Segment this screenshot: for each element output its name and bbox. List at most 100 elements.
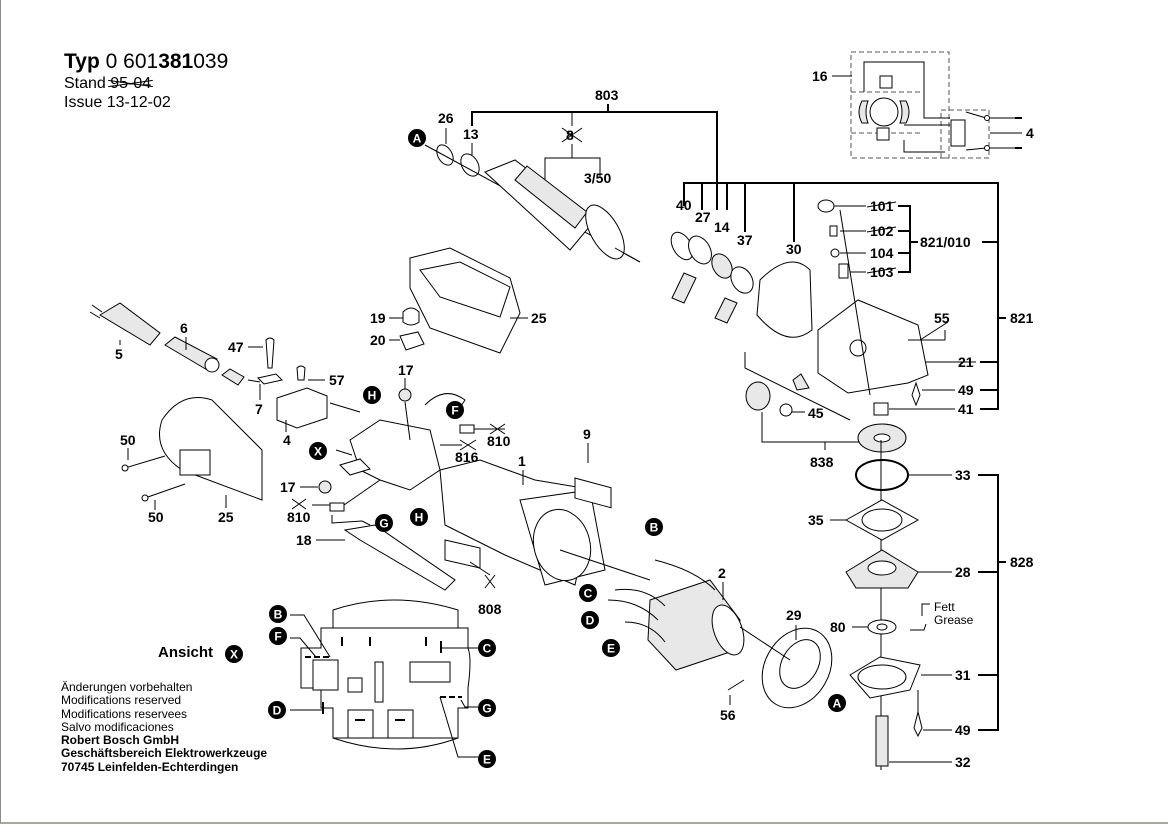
gear-housing	[817, 209, 929, 396]
connector-marker-b: B	[645, 518, 663, 536]
part-label-6: 6	[180, 320, 188, 336]
marker-letter: B	[274, 608, 283, 622]
marker-letter: A	[833, 697, 842, 711]
spindle-lock-parts	[817, 199, 849, 279]
marker-circle	[645, 518, 663, 536]
part-label-56: 56	[720, 707, 736, 723]
connector-marker-b: B	[269, 605, 287, 623]
part-label-7: 7	[255, 401, 263, 417]
screw-50-a	[124, 455, 166, 469]
part-label-19: 19	[370, 310, 386, 326]
connector-marker-g: G	[375, 514, 393, 532]
spring-19	[402, 307, 420, 326]
motor-housing	[439, 459, 651, 586]
part-label-35: 35	[808, 512, 824, 528]
part-label-50-b: 50	[148, 509, 164, 525]
connector-marker-f: F	[446, 401, 464, 419]
document-header: Typ 0 601381039 Stand 95-04 Issue 13-12-…	[64, 50, 228, 112]
spindle-32	[875, 715, 889, 767]
part-label-5: 5	[115, 346, 123, 362]
part-label-26: 26	[438, 110, 454, 126]
connector-marker-a: A	[408, 129, 426, 147]
marker-letter: G	[379, 517, 388, 531]
screw-49	[911, 381, 921, 407]
connector-marker-c: C	[579, 584, 597, 602]
marker-circle	[410, 508, 428, 526]
footer-division: Geschäftsbereich Elektrowerkzeuge	[61, 746, 268, 761]
part-label-27: 27	[695, 209, 711, 225]
marker-letter: G	[482, 702, 491, 716]
part-label-838: 838	[810, 454, 834, 470]
pinion	[745, 373, 810, 417]
screw-47	[265, 337, 275, 369]
marker-letter: B	[650, 521, 659, 535]
label-9	[574, 477, 612, 509]
marker-letter: C	[483, 642, 492, 656]
bushing-41	[873, 402, 889, 416]
part-label-30: 30	[786, 241, 802, 257]
part-label-40: 40	[676, 197, 692, 213]
part-label-31: 31	[955, 667, 971, 683]
part-label-821: 821	[1010, 310, 1034, 326]
view-label-text: Ansicht	[158, 644, 214, 661]
marker-circle	[446, 401, 464, 419]
part-label-8-struck: 8	[566, 127, 574, 143]
part-label-18: 18	[296, 532, 312, 548]
marker-circle	[478, 639, 496, 657]
stand-value-struck: 95-04	[110, 75, 152, 92]
footer-notes: Änderungen vorbehalten Modifications res…	[61, 680, 268, 774]
part-label-45: 45	[808, 405, 824, 421]
spring-17-bottom	[318, 480, 332, 494]
part-label-16: 16	[812, 68, 828, 84]
part-label-17-top: 17	[398, 362, 414, 378]
connector-marker-f: F	[269, 627, 287, 645]
marker-letter: H	[415, 511, 424, 525]
part-label-25-bottom: 25	[218, 509, 234, 525]
part-label-47: 47	[228, 339, 244, 355]
connector-marker-g: G	[478, 699, 496, 717]
power-cord	[89, 302, 261, 386]
part-label-49-b: 49	[955, 722, 971, 738]
marker-letter: E	[483, 753, 491, 767]
brush-810-b	[329, 502, 345, 512]
air-baffle-29	[761, 627, 833, 709]
part-label-20: 20	[370, 332, 386, 348]
footer-address: 70745 Leinfelden-Echterdingen	[61, 759, 239, 774]
marker-circle	[309, 442, 327, 460]
connector-marker-c: C	[478, 639, 496, 657]
part-label-21: 21	[958, 354, 974, 370]
part-label-104: 104	[870, 245, 894, 261]
part-label-32: 32	[955, 754, 971, 770]
switch-rod-18	[343, 524, 456, 591]
marker-circle	[268, 701, 286, 719]
part-label-101-struck: 101	[870, 198, 894, 214]
view-x-diagram	[300, 599, 471, 750]
brush-810-a	[459, 424, 475, 434]
part-label-14: 14	[714, 219, 730, 235]
type-label: Typ	[64, 50, 100, 73]
connector-marker-d: D	[268, 701, 286, 719]
footer-company: Robert Bosch GmbH	[61, 733, 180, 748]
marker-letter: D	[586, 614, 595, 628]
connector-marker-d: D	[581, 611, 599, 629]
part-label-50-a: 50	[120, 432, 136, 448]
marker-letter: C	[584, 587, 593, 601]
part-label-808-struck: 808	[478, 601, 502, 617]
stand-label: Stand	[64, 75, 106, 92]
screw-49-b	[913, 711, 923, 738]
footer-line: Modifications reserved	[61, 693, 182, 708]
part-label-57: 57	[329, 372, 345, 388]
switch-4	[276, 387, 328, 429]
type-bold: 381	[158, 50, 194, 73]
marker-circle	[579, 584, 597, 602]
part-label-810-b: 810	[287, 509, 311, 525]
marker-letter: A	[413, 132, 422, 146]
type-prefix: 0 601	[105, 50, 159, 73]
marker-circle	[363, 386, 381, 404]
connector-marker-a: A	[828, 694, 846, 712]
bearings	[670, 231, 813, 338]
grease-note-de: Fett	[934, 600, 955, 614]
switch-housing-cover	[409, 247, 521, 354]
part-label-103-struck: 103	[870, 264, 894, 280]
